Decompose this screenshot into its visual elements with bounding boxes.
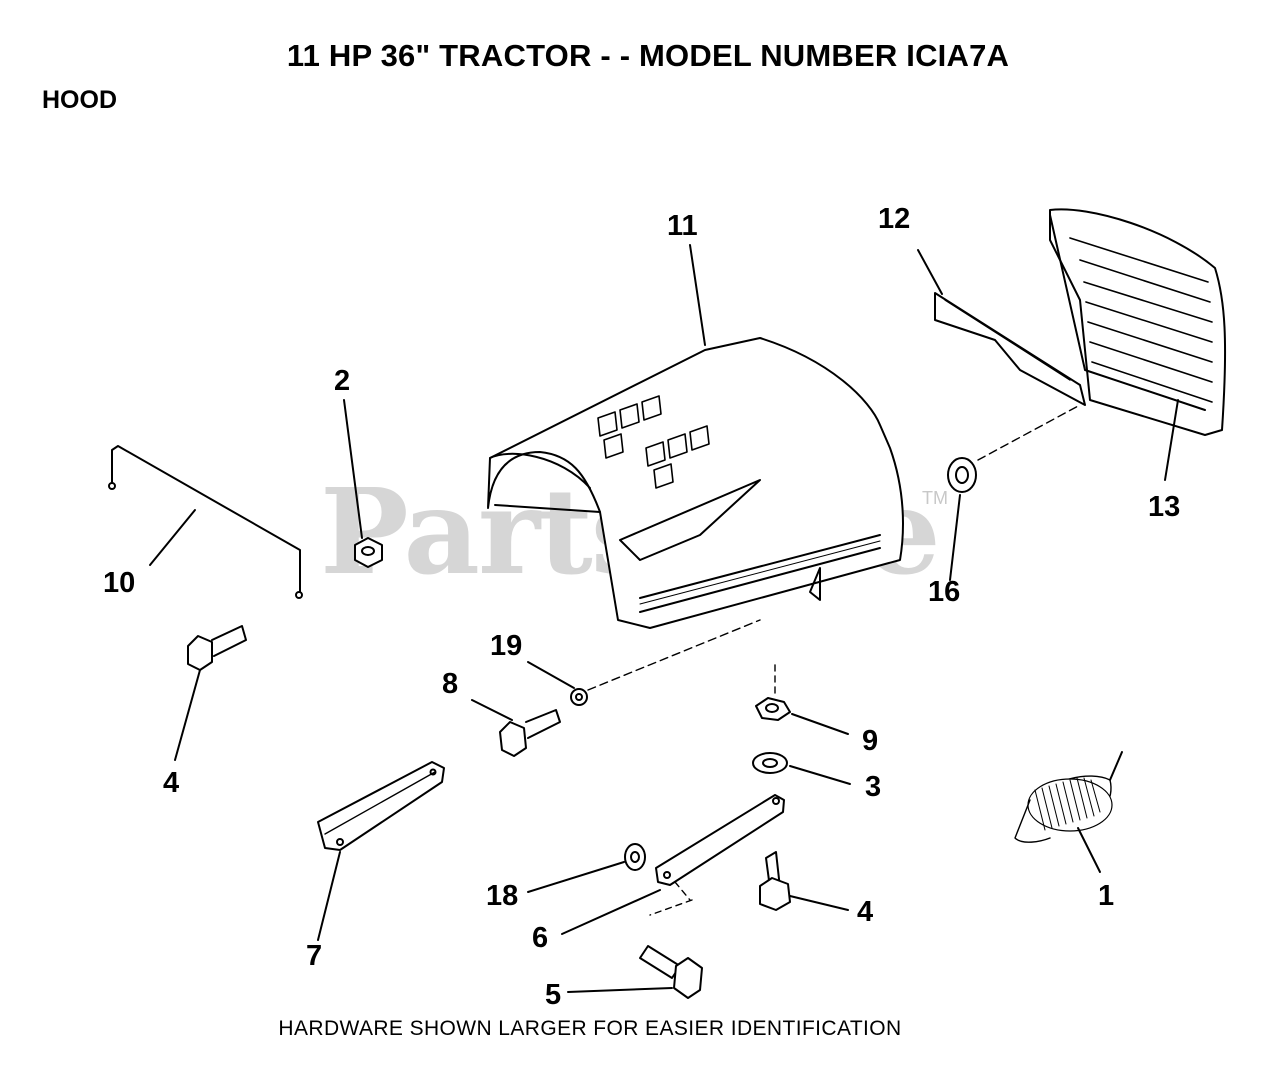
callout-4-lower: 4: [857, 896, 874, 928]
callout-16: 16: [928, 576, 961, 608]
section-label: HOOD: [42, 86, 117, 114]
part-bolt-4-upper: [174, 625, 247, 761]
callout-5: 5: [545, 979, 562, 1011]
callout-19: 19: [490, 630, 523, 662]
part-bolt-4-lower: [759, 851, 849, 911]
footer-note: HARDWARE SHOWN LARGER FOR EASIER IDENTIF…: [278, 1017, 902, 1040]
part-washer-18: [527, 843, 646, 893]
part-nut-9: [755, 664, 849, 735]
callout-3: 3: [865, 771, 882, 803]
callout-10: 10: [103, 567, 136, 599]
watermark-trademark: TM: [922, 488, 948, 508]
part-hood: [487, 337, 904, 629]
part-grille: [1049, 208, 1227, 481]
callout-6: 6: [532, 922, 549, 954]
callout-7: 7: [306, 940, 323, 972]
part-star-washer: [527, 619, 761, 706]
part-bolt-8: [471, 699, 561, 757]
callout-9: 9: [862, 725, 879, 757]
callout-1: 1: [1098, 880, 1115, 912]
part-bracket-6: [561, 794, 785, 935]
callout-13: 13: [1148, 491, 1181, 523]
callout-11: 11: [667, 210, 698, 242]
part-grommet: [947, 404, 1081, 581]
callout-4-upper: 4: [163, 767, 180, 799]
part-grille-bracket: [917, 249, 1086, 406]
part-nut-2: [343, 399, 383, 568]
part-bolt-5: [567, 945, 703, 999]
callout-8: 8: [442, 668, 459, 700]
callout-18: 18: [486, 880, 519, 912]
part-spring: [1014, 751, 1123, 873]
part-bracket-7: [317, 761, 445, 941]
callout-2: 2: [334, 365, 351, 397]
part-hood-rod: [108, 445, 303, 599]
part-washer-3: [752, 752, 851, 785]
diagram-title: 11 HP 36" TRACTOR - - MODEL NUMBER ICIA7…: [286, 38, 1010, 73]
callout-12: 12: [878, 203, 911, 235]
